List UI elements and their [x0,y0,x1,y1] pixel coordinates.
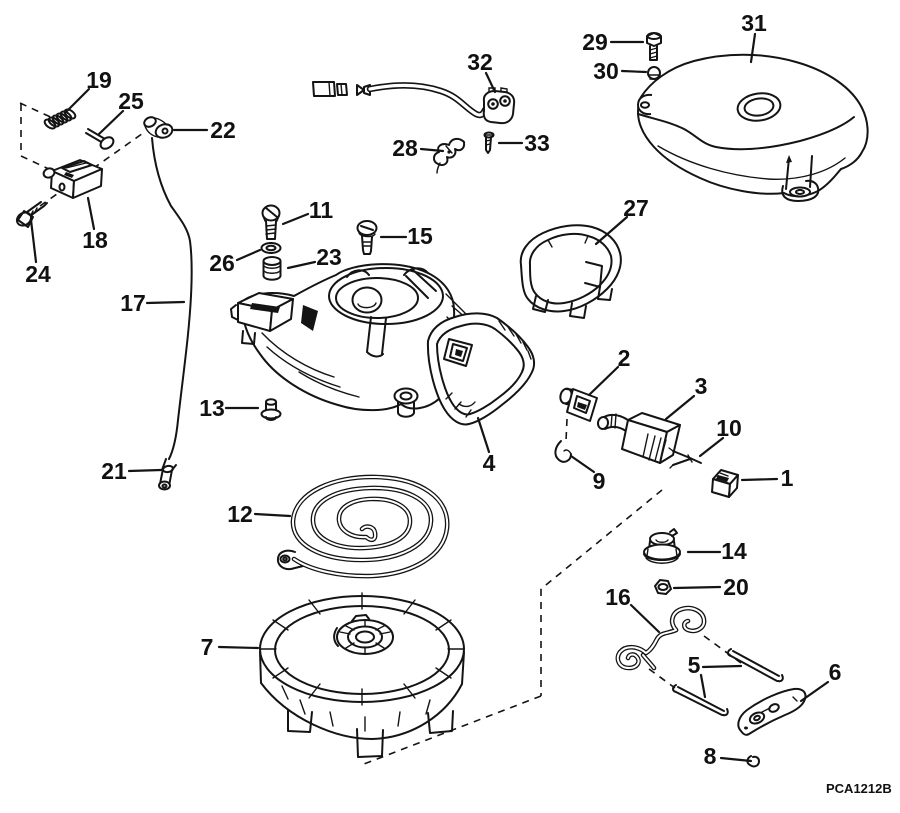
part-housing-4 [230,263,482,418]
callout-leader-6 [799,680,830,703]
part-rivet-13 [260,398,282,421]
callout-leader-28 [419,147,445,153]
part-bolt-15 [356,220,378,255]
callout-leader-5 [699,673,707,699]
callout-27: 27 [623,195,649,221]
part-clamp-28 [433,137,466,174]
callout-leader-20 [672,585,722,590]
part-nut-30 [647,66,661,80]
callout-24: 24 [25,261,51,287]
callout-14: 14 [721,538,747,564]
callout-7: 7 [201,634,214,660]
callout-15: 15 [407,223,433,249]
callout-leader-2 [587,365,620,397]
callout-25: 25 [118,88,144,114]
callout-leader-4 [476,416,491,454]
part-spacer-23 [262,256,282,281]
callout-10: 10 [716,415,742,441]
callout-20: 20 [723,574,749,600]
part-clip-10 [668,447,702,469]
callout-26: 26 [209,250,235,276]
callout-8: 8 [704,743,717,769]
part-anchor-1 [711,469,739,498]
callout-leader-18 [86,196,96,231]
callout-31: 31 [741,10,767,36]
callout-16: 16 [605,584,631,610]
callout-9: 9 [593,468,606,494]
callout-11: 11 [309,197,334,223]
callout-leader-19 [63,87,91,115]
part-grommet-14 [643,528,681,564]
callout-33: 33 [524,130,550,156]
part-spring-19 [43,108,77,130]
part-lever-6 [737,687,807,736]
part-lockout-lever-3 [596,412,681,464]
part-rod-end-21 [158,458,177,491]
callout-19: 19 [86,67,112,93]
callout-leader-31 [749,32,757,64]
callout-leader-10 [698,436,725,458]
callout-17: 17 [120,290,146,316]
callout-leader-3 [664,394,696,421]
callout-30: 30 [593,58,619,84]
part-pin-25 [85,128,115,150]
part-bolt-29 [646,32,662,61]
part-cover-31 [637,53,869,202]
part-spring-hook-9 [554,440,572,463]
part-pulley-7 [259,592,465,758]
callout-32: 32 [467,49,493,75]
part-screw-33 [483,131,495,154]
part-frame-27 [519,224,622,319]
callout-leader-25 [97,109,125,136]
callout-18: 18 [82,227,108,253]
callout-leader-1 [740,477,779,482]
part-switch-18 [42,159,103,199]
callout-3: 3 [695,373,708,399]
callout-4: 4 [483,450,496,476]
callout-leader-7 [217,645,260,650]
part-spiral-spring-12 [276,474,450,579]
callout-leader-5 [701,664,743,669]
part-link-rod-17 [151,137,193,460]
callout-21: 21 [101,458,127,484]
callout-leader-21 [127,468,163,473]
callout-leader-11 [281,212,310,226]
callout-leader-9 [569,454,596,474]
part-bolt-24 [15,201,48,228]
callout-22: 22 [210,117,236,143]
part-nut-20 [654,579,672,595]
assembly-dashed-lines [19,102,742,765]
callout-23: 23 [316,244,342,270]
callout-1: 1 [781,465,794,491]
callout-leader-32 [484,71,497,94]
callout-leader-23 [286,260,317,270]
callout-leader-8 [719,756,753,763]
callout-leader-16 [629,603,661,634]
callout-6: 6 [829,659,842,685]
callout-5: 5 [688,652,701,678]
callout-leader-12 [253,512,292,518]
part-washer-26 [260,242,282,254]
part-screw-11 [261,204,281,240]
callout-leader-17 [145,300,186,305]
part-link-16 [615,605,707,671]
part-clamp-22 [143,116,174,139]
callout-13: 13 [199,395,225,421]
part-guide-plate-4 [426,312,536,426]
callout-leader-30 [620,69,648,74]
callout-12: 12 [227,501,253,527]
callout-28: 28 [392,135,418,161]
callout-leader-27 [594,215,629,246]
callout-29: 29 [582,29,608,55]
callout-leader-24 [29,218,38,264]
diagram-code: PCA1212B [826,781,892,796]
callout-leader-26 [235,248,262,262]
part-cable-connector-32 [312,81,516,125]
part-springs-5 [672,648,784,717]
callout-2: 2 [618,345,631,371]
